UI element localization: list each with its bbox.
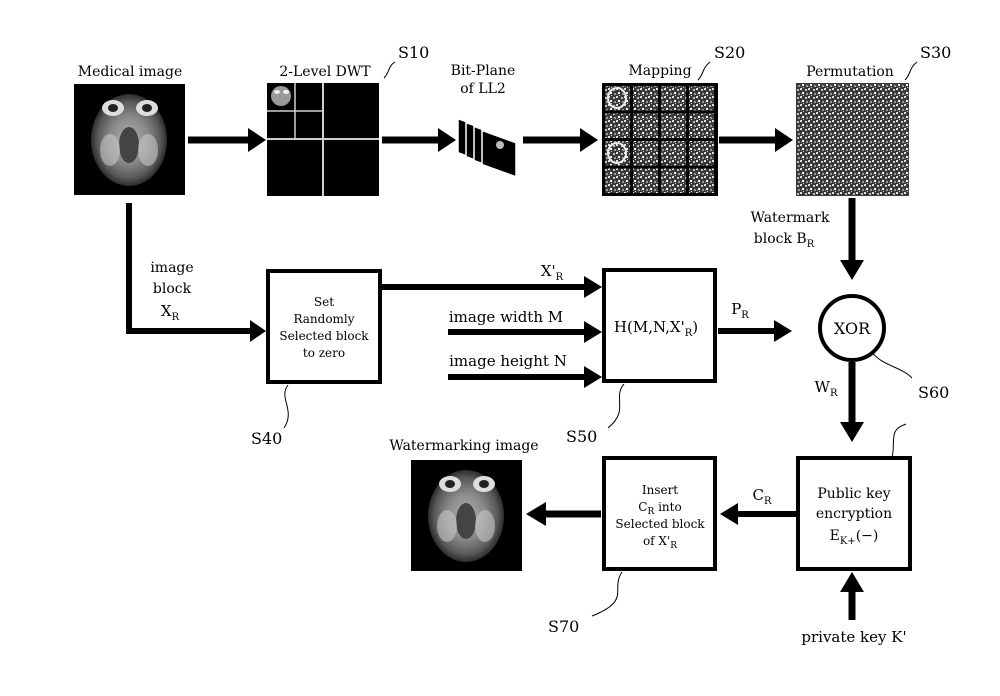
step-s30-leader bbox=[905, 62, 917, 80]
mapping-tile bbox=[689, 169, 714, 194]
s60-line2: encryption bbox=[816, 506, 892, 522]
arrow-private-key-to-s60 bbox=[840, 572, 864, 620]
c-label: CR bbox=[752, 486, 771, 507]
mapping-tile bbox=[689, 114, 714, 139]
bitplane-label-line1: Bit-Plane bbox=[451, 63, 516, 79]
image-width-label: image width M bbox=[449, 308, 563, 326]
permutation-noise-thumbnail bbox=[796, 83, 909, 196]
p-label: PR bbox=[731, 300, 749, 321]
s40-line4: to zero bbox=[303, 346, 345, 360]
bitplane-label-line2: of LL2 bbox=[460, 81, 506, 97]
arrow-mapping-to-permutation bbox=[719, 128, 793, 152]
permutation-label: Permutation bbox=[806, 64, 894, 80]
watermark-label-line1: Watermark bbox=[751, 210, 830, 226]
arrow-permutation-to-xor bbox=[840, 198, 864, 280]
private-key-label: private key K' bbox=[801, 628, 906, 646]
watermarking-image-thumbnail bbox=[411, 460, 522, 571]
medical-image-label: Medical image bbox=[78, 64, 183, 80]
dwt-thumbnail bbox=[267, 83, 379, 196]
step-s20: S20 bbox=[714, 43, 745, 62]
mapping-tile bbox=[689, 86, 714, 111]
mapping-tile bbox=[633, 169, 658, 194]
step-s30: S30 bbox=[920, 43, 951, 62]
s40-line1: Set bbox=[314, 295, 334, 309]
s40-set-block-zero-box bbox=[268, 271, 380, 382]
step-s40-leader bbox=[284, 385, 288, 428]
mapping-grid-thumbnail bbox=[602, 83, 718, 196]
s60-line1: Public key bbox=[817, 486, 890, 502]
arrow-hash-to-xor bbox=[718, 320, 792, 342]
image-block-label-line2: block bbox=[153, 281, 192, 297]
step-s70-leader bbox=[592, 572, 622, 616]
s70-line1: Insert bbox=[642, 483, 678, 497]
bitplane-stack-icon bbox=[458, 119, 516, 177]
dwt-label: 2-Level DWT bbox=[279, 64, 371, 80]
medical-image-thumbnail bbox=[74, 84, 185, 195]
mapping-tile bbox=[661, 169, 686, 194]
s40-line2: Randomly bbox=[293, 312, 354, 326]
arrow-s70-to-output bbox=[526, 502, 601, 526]
step-s10: S10 bbox=[398, 43, 429, 62]
arrow-s60-to-s70 bbox=[720, 503, 796, 525]
s70-line3: Selected block bbox=[615, 517, 705, 531]
mapping-tile bbox=[633, 141, 658, 166]
s40-line3: Selected block bbox=[279, 329, 369, 343]
xor-label: XOR bbox=[834, 319, 871, 338]
mapping-tile bbox=[605, 114, 630, 139]
step-s50: S50 bbox=[566, 427, 597, 446]
image-block-label-line1: image bbox=[150, 260, 193, 276]
arrow-xor-to-s60 bbox=[840, 362, 864, 442]
s60-xor-leader bbox=[872, 352, 912, 378]
step-s40: S40 bbox=[251, 429, 282, 448]
arrow-bitplane-to-mapping bbox=[523, 128, 598, 152]
arrow-s40-to-hash bbox=[382, 276, 602, 298]
mapping-tile bbox=[661, 114, 686, 139]
step-s50-leader bbox=[608, 384, 624, 428]
mapping-tile bbox=[633, 86, 658, 111]
step-s10-leader bbox=[384, 62, 395, 78]
w-label: WR bbox=[815, 378, 838, 399]
mapping-tile bbox=[605, 169, 630, 194]
mapping-tile bbox=[661, 86, 686, 111]
image-height-label: image height N bbox=[449, 352, 567, 370]
step-s70: S70 bbox=[548, 617, 579, 636]
watermark-label-line2: block BR bbox=[754, 231, 815, 250]
mapping-tile bbox=[633, 114, 658, 139]
step-s60-leader bbox=[892, 424, 906, 458]
step-s60: S60 bbox=[918, 383, 949, 402]
mapping-label: Mapping bbox=[628, 63, 691, 79]
image-block-label-x: XR bbox=[161, 302, 180, 323]
step-s20-leader bbox=[698, 62, 710, 80]
arrow-image-to-dwt bbox=[188, 128, 266, 152]
mapping-tile bbox=[661, 141, 686, 166]
x-prime-label: X'R bbox=[541, 262, 564, 283]
arrow-dwt-to-bitplane bbox=[382, 128, 456, 152]
watermarking-image-label: Watermarking image bbox=[389, 438, 538, 454]
mapping-tile bbox=[689, 141, 714, 166]
